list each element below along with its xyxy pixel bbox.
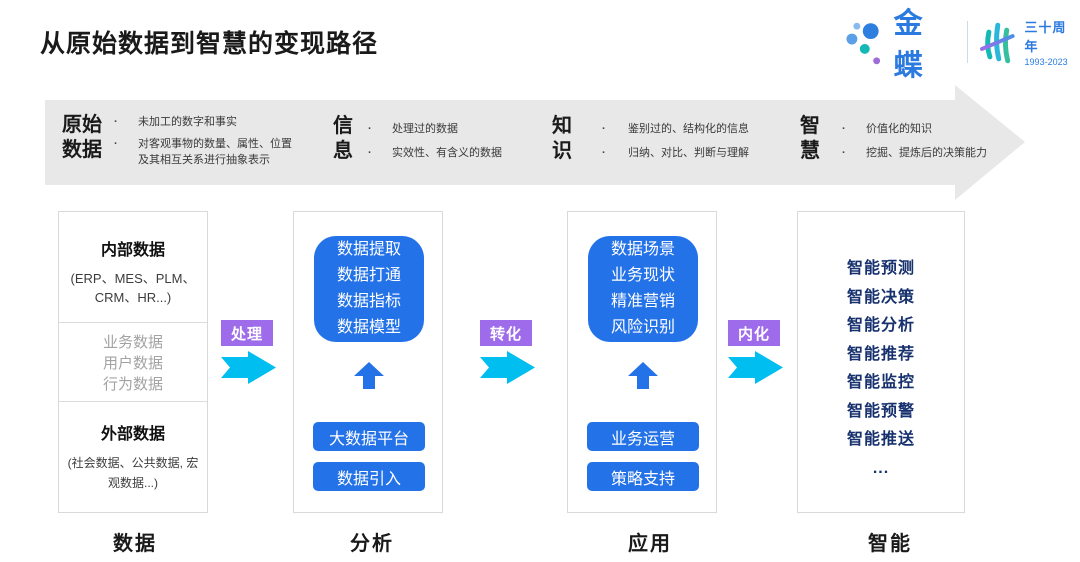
transition-badge: 处理 [221,320,273,346]
scenario-line: 数据场景 [610,241,675,258]
analysis-capabilities-box: 数据提取 数据打通 数据指标 数据模型 [314,236,424,342]
logo-divider [966,21,968,63]
transition-internalize: 内化 [728,320,784,384]
column-label-analysis: 分析 [350,533,394,555]
column-data: 内部数据 (ERP、MES、PLM、CRM、HR...) 业务数据 用户数据 行… [58,211,208,513]
platform-chip: 数据引入 [313,462,425,491]
platform-chip: 大数据平台 [313,422,425,451]
transition-badge: 转化 [480,320,532,346]
intelligence-item: 智能分析 [846,317,915,334]
banner-stage-raw-data: 未加工的数字和事实 对客观事物的数量、属性、位置及其相互关系进行抽象表示 [112,114,297,174]
column-label-intelligence: 智能 [868,533,912,555]
stage-point: 价值化的知识 [840,121,987,137]
column-application: 数据场景 业务现状 精准营销 风险识别 业务运营 策略支持 [567,211,717,513]
stage-point: 对客观事物的数量、属性、位置及其相互关系进行抽象表示 [112,136,297,168]
brand-dots-icon [846,22,881,65]
external-data-section: 外部数据 (社会数据、公共数据, 宏观数据...) [59,402,207,493]
stage-point: 处理过的数据 [366,121,502,137]
external-data-detail: (社会数据、公共数据, 宏观数据...) [67,456,199,490]
flow-arrow-icon [221,351,276,384]
middle-data-section: 业务数据 用户数据 行为数据 [59,322,207,402]
intelligence-item: 智能决策 [846,288,915,306]
data-type-item: 行为数据 [102,376,163,393]
scenario-line: 精准营销 [610,293,675,310]
capability-line: 数据提取 [336,241,401,258]
anniversary-label: 三十周年 [1024,20,1067,54]
capability-line: 数据指标 [336,293,401,310]
kingdee-logo: 金蝶 三十周年 1993-2023 [843,8,1080,82]
stage-title-information: 信息 [333,115,353,162]
internal-data-detail: (ERP、MES、PLM、CRM、HR...) [70,271,196,305]
data-type-item: 用户数据 [102,355,163,372]
page-title: 从原始数据到智慧的变现路径 [40,30,379,58]
scenario-line: 业务现状 [610,267,675,284]
support-chip: 业务运营 [587,422,699,451]
flow-arrow-icon [728,351,783,384]
column-intelligence: 智能预测 智能决策 智能分析 智能推荐 智能监控 智能预警 智能推送 ... [797,211,965,513]
scenario-line: 风险识别 [610,319,675,336]
intelligence-item-more: ... [872,459,890,477]
support-chip: 策略支持 [587,462,699,491]
capability-line: 数据模型 [336,319,401,336]
stage-title-knowledge: 知识 [552,115,572,162]
application-scenarios-box: 数据场景 业务现状 精准营销 风险识别 [588,236,698,342]
anniversary-mark-icon [979,22,1015,64]
capability-line: 数据打通 [336,267,401,284]
stage-title-raw-data: 原始数据 [62,114,102,161]
banner-stage-wisdom: 价值化的知识 挖掘、提炼后的决策能力 [840,121,987,169]
flow-arrow-icon [480,351,535,384]
transition-process: 处理 [221,320,277,384]
stage-point: 归纳、对比、判断与理解 [600,145,749,161]
transition-badge: 内化 [728,320,780,346]
banner-stage-information: 处理过的数据 实效性、有含义的数据 [366,121,502,169]
intelligence-item: 智能推送 [846,431,915,448]
intelligence-item: 智能监控 [846,374,915,391]
intelligence-item: 智能预测 [846,260,915,277]
up-arrow-icon [628,362,658,389]
brand-name: 金蝶 [893,8,925,82]
intelligence-item: 智能预警 [846,402,915,420]
intelligence-item: 智能推荐 [846,345,915,363]
internal-data-section: 内部数据 (ERP、MES、PLM、CRM、HR...) [59,212,207,322]
stage-point: 未加工的数字和事实 [112,114,297,130]
data-type-item: 业务数据 [102,334,163,351]
internal-data-title: 内部数据 [100,242,165,259]
external-data-title: 外部数据 [100,426,165,443]
stage-title-wisdom: 智慧 [800,115,820,162]
column-analysis: 数据提取 数据打通 数据指标 数据模型 大数据平台 数据引入 [293,211,443,513]
transition-transform: 转化 [480,320,536,384]
stage-point: 实效性、有含义的数据 [366,145,502,161]
stage-point: 鉴别过的、结构化的信息 [600,121,749,137]
intelligence-list: 智能预测 智能决策 智能分析 智能推荐 智能监控 智能预警 智能推送 ... [798,255,964,483]
stage-point: 挖掘、提炼后的决策能力 [840,145,987,161]
column-label-data: 数据 [113,533,157,555]
anniversary-years: 1993-2023 [1024,57,1068,67]
up-arrow-icon [354,362,384,389]
banner-stage-knowledge: 鉴别过的、结构化的信息 归纳、对比、判断与理解 [600,121,749,169]
column-label-application: 应用 [628,533,672,555]
